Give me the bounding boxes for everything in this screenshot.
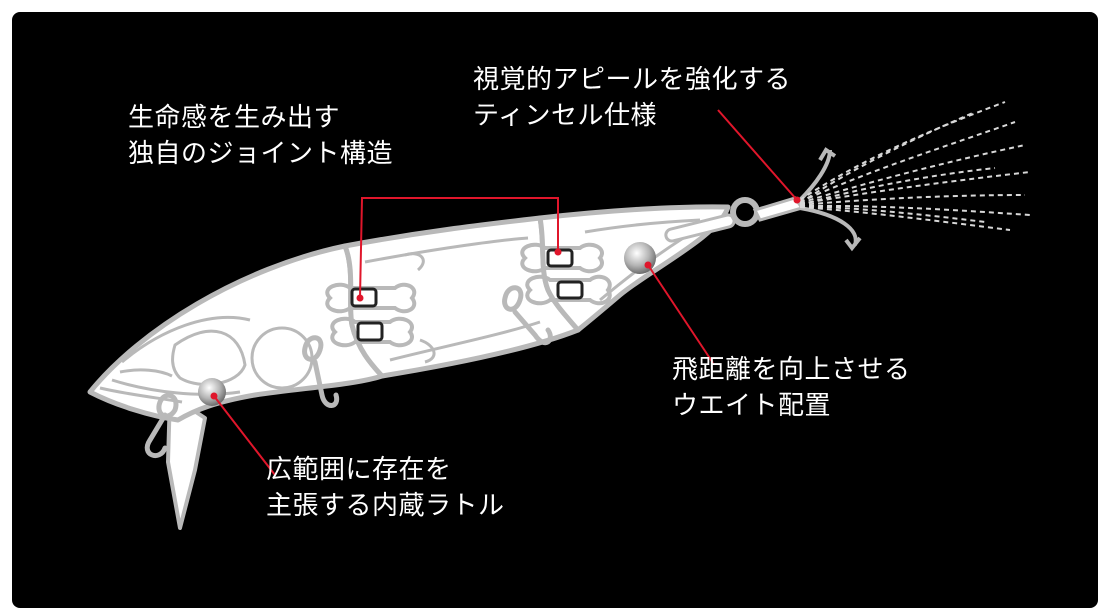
callout-rattle-line2: 主張する内蔵ラトル [266,488,505,524]
callout-joint-line2: 独自のジョイント構造 [128,136,393,172]
callout-weight: 飛距離を向上させる ウエイト配置 [672,352,911,424]
callout-tinsel-line1: 視覚的アピールを強化する [473,62,791,98]
rattle-ball [198,378,226,406]
callout-weight-line1: 飛距離を向上させる [672,352,911,388]
diagram-frame: 生命感を生み出す 独自のジョイント構造 視覚的アピールを強化する ティンセル仕様… [12,12,1098,608]
callout-tinsel-line2: ティンセル仕様 [473,98,791,134]
callout-joint-line1: 生命感を生み出す [128,100,393,136]
callout-rattle: 広範囲に存在を 主張する内蔵ラトル [266,452,505,524]
callout-weight-line2: ウエイト配置 [672,388,911,424]
leader-weight [648,265,713,363]
callout-tinsel: 視覚的アピールを強化する ティンセル仕様 [473,62,791,134]
tinsel-strands [800,102,1030,230]
callout-joint-structure: 生命感を生み出す 独自のジョイント構造 [128,100,393,172]
callout-rattle-line1: 広範囲に存在を [266,452,505,488]
